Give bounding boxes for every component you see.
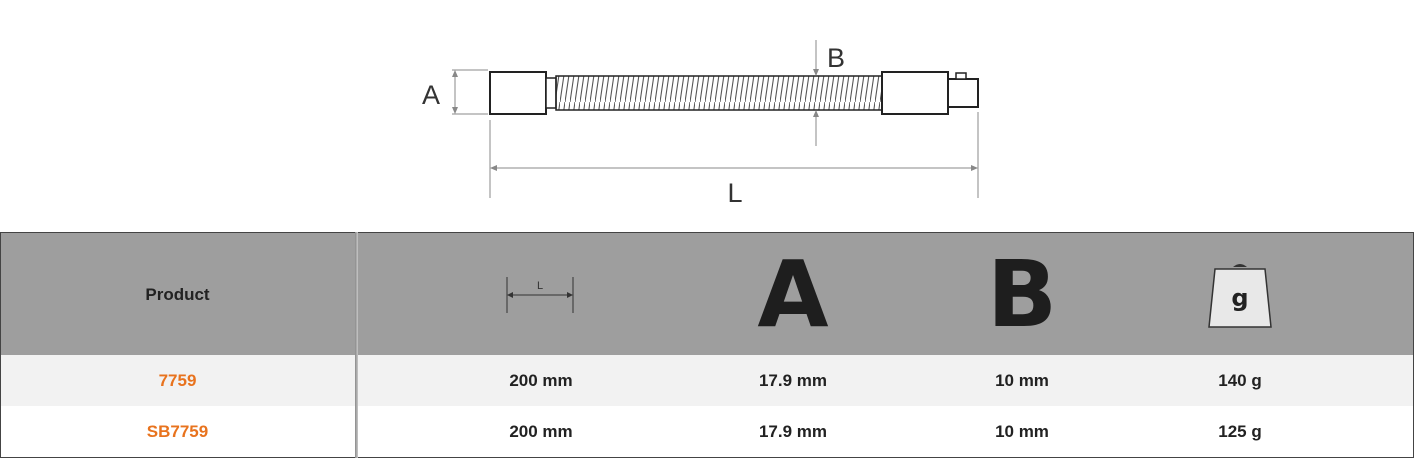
square-drive bbox=[947, 78, 979, 108]
table-row: 7759 200 mm 17.9 mm 10 mm 140 g bbox=[0, 355, 1414, 406]
product-code: SB7759 bbox=[146, 421, 209, 441]
label-a: A bbox=[422, 80, 440, 110]
b-value: 10 mm bbox=[995, 370, 1049, 390]
header-b: B bbox=[922, 233, 1122, 356]
dimension-b: B bbox=[813, 40, 845, 146]
table-border-left bbox=[0, 232, 1, 458]
header-b-letter: B bbox=[986, 240, 1058, 348]
length-icon-label: L bbox=[537, 280, 543, 292]
header-a: A bbox=[693, 233, 893, 356]
dimension-a: A bbox=[422, 69, 488, 115]
label-b: B bbox=[827, 43, 845, 73]
length-value: 200 mm bbox=[509, 370, 573, 390]
detent-ball bbox=[955, 72, 967, 80]
b-value: 10 mm bbox=[995, 421, 1049, 441]
left-socket bbox=[489, 71, 547, 115]
header-product: Product bbox=[145, 284, 210, 304]
weight-icon: g bbox=[1140, 233, 1340, 356]
a-value: 17.9 mm bbox=[758, 370, 828, 390]
flexible-shaft bbox=[555, 75, 883, 111]
length-icon: L bbox=[441, 233, 641, 356]
label-l: L bbox=[727, 178, 742, 208]
length-value: 200 mm bbox=[509, 421, 573, 441]
spec-table: Product L A B g 7759 2 bbox=[0, 232, 1414, 458]
product-code: 7759 bbox=[158, 370, 197, 390]
table-header: Product L A B g bbox=[0, 232, 1414, 356]
header-a-letter: A bbox=[757, 240, 829, 348]
dimension-l: L bbox=[489, 112, 979, 208]
a-value: 17.9 mm bbox=[758, 421, 828, 441]
weight-value: 140 g bbox=[1218, 370, 1262, 390]
left-collar bbox=[545, 77, 557, 109]
weight-value: 125 g bbox=[1218, 421, 1262, 441]
table-row: SB7759 200 mm 17.9 mm 10 mm 125 g bbox=[0, 406, 1414, 458]
right-socket bbox=[881, 71, 949, 115]
extension-diagram: A B L bbox=[422, 40, 979, 208]
weight-icon-label: g bbox=[1231, 284, 1248, 312]
column-divider bbox=[355, 232, 358, 458]
